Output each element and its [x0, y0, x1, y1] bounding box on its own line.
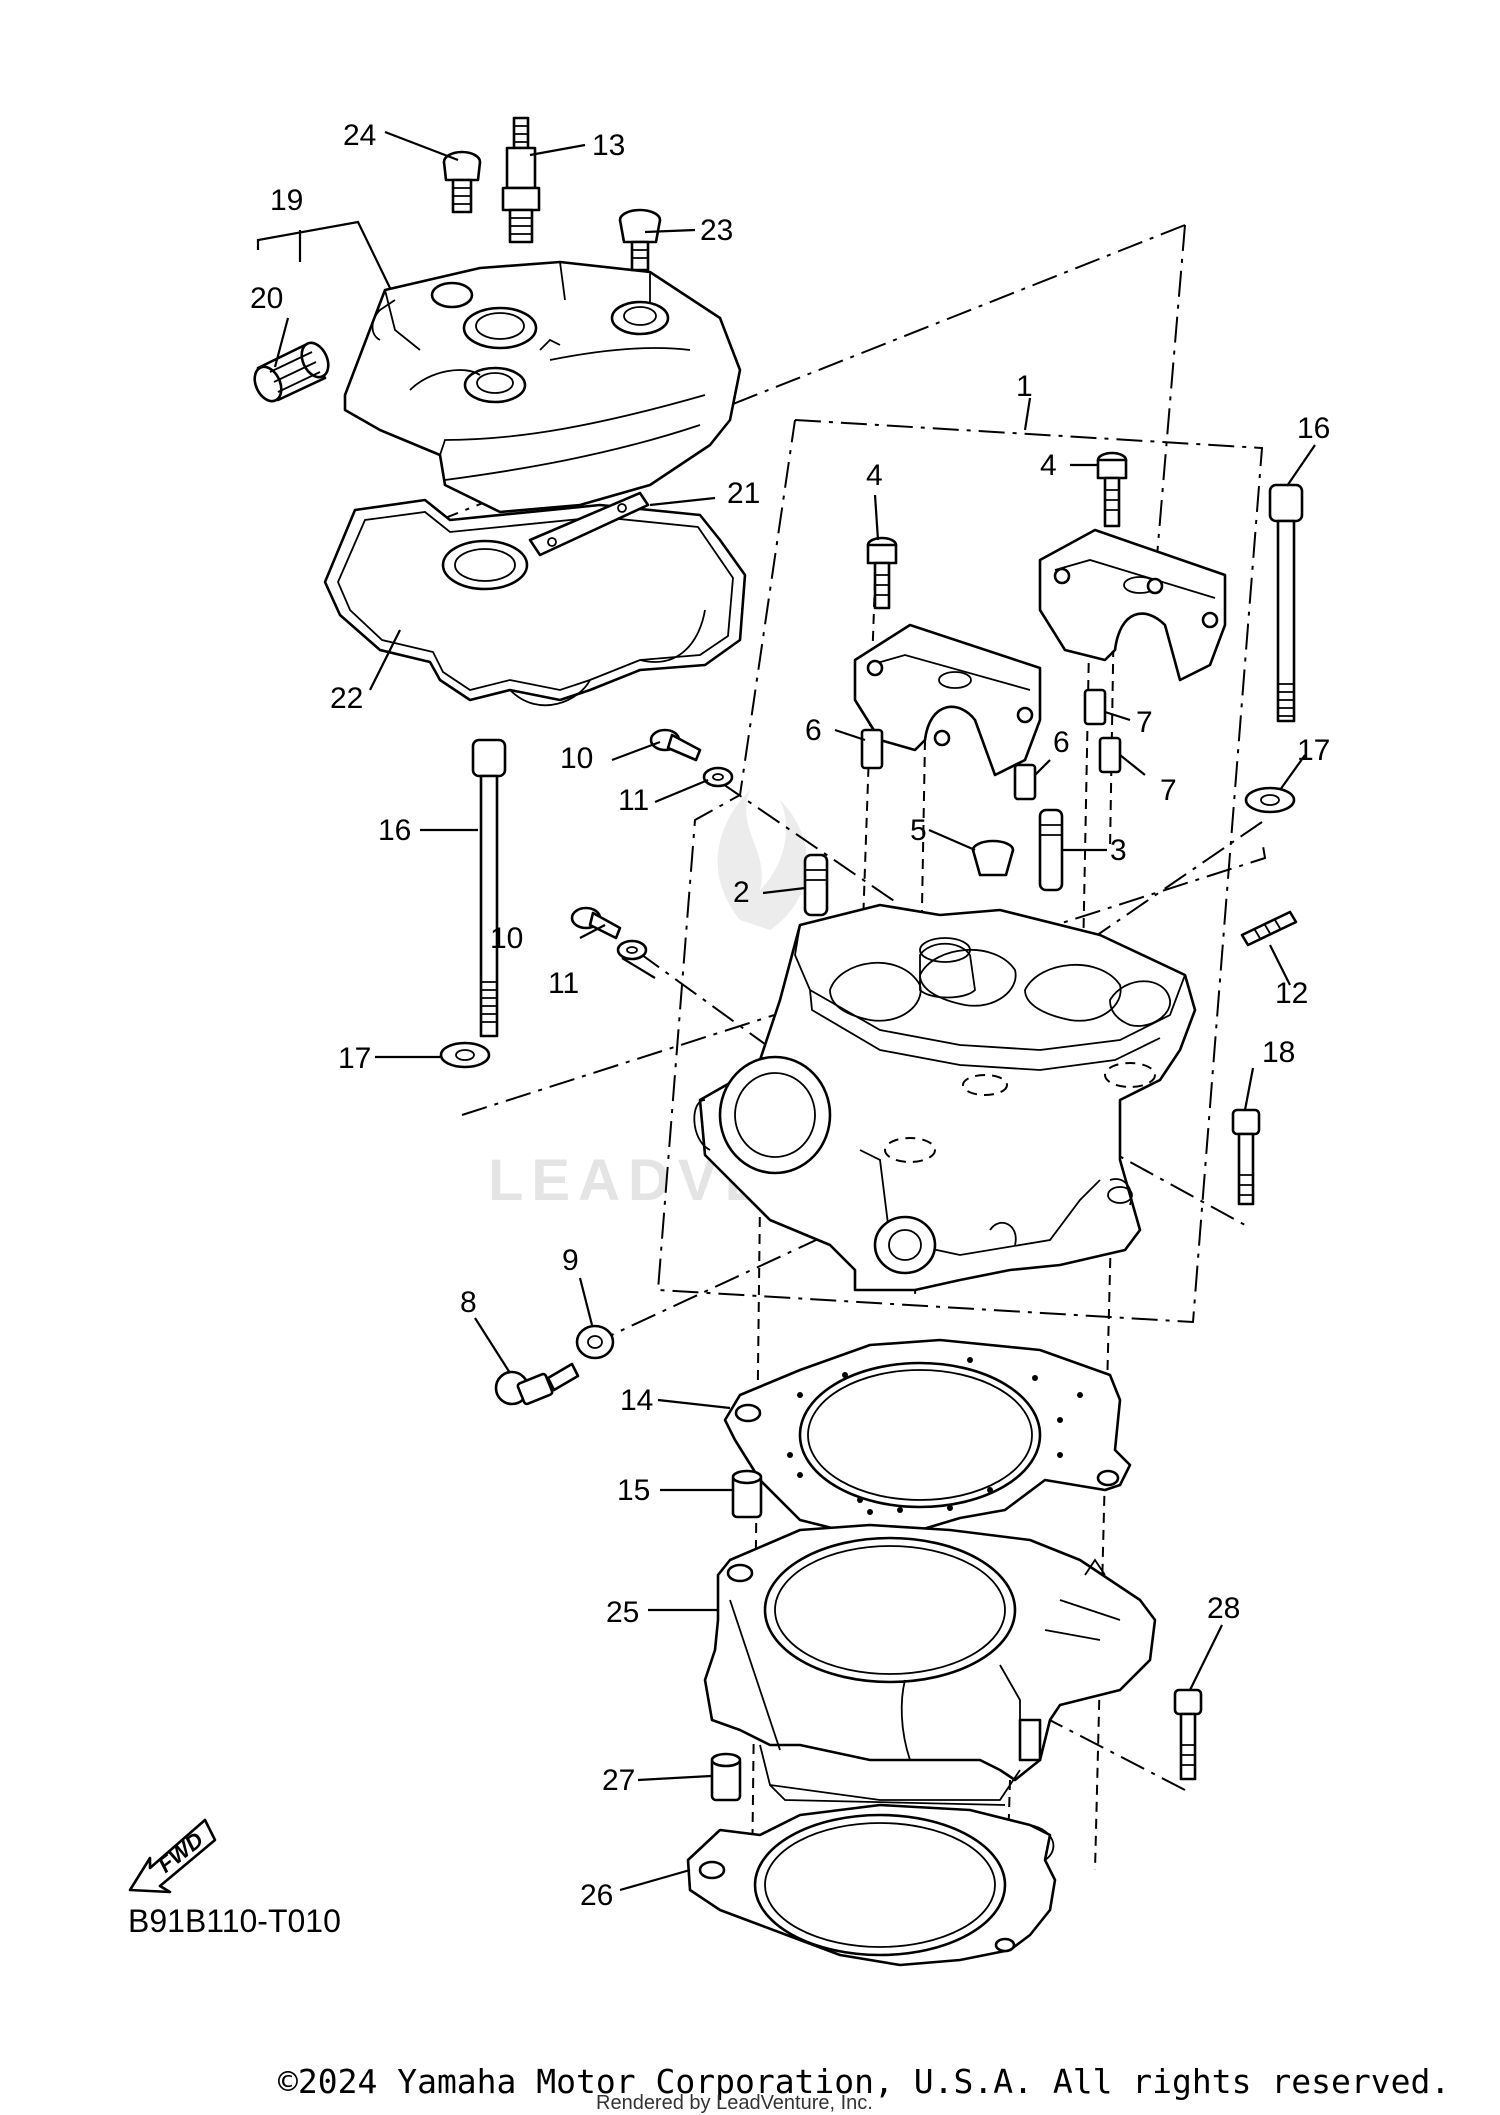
washer-9 — [575, 1324, 615, 1360]
dowel-7-top — [1083, 688, 1107, 726]
callout-28: 28 — [1207, 1592, 1240, 1625]
callout-17-right: 17 — [1297, 734, 1330, 767]
callout-11-bottom: 11 — [548, 967, 579, 1000]
callout-9: 9 — [562, 1244, 579, 1277]
bolt-10-bottom — [570, 906, 622, 940]
callout-12: 12 — [1275, 977, 1308, 1010]
diagram-code: B91B110-T010 — [128, 1903, 341, 1939]
callout-1: 1 — [1016, 370, 1033, 403]
callout-23: 23 — [700, 214, 733, 247]
base-gasket — [686, 1803, 1057, 1967]
callout-19: 19 — [270, 184, 303, 217]
callout-21: 21 — [727, 477, 760, 510]
callout-11-top: 11 — [618, 784, 649, 817]
head-bolt-16-left — [471, 738, 507, 1038]
valve-guide-3 — [1038, 808, 1064, 892]
bolt-8 — [494, 1362, 580, 1406]
callout-15: 15 — [617, 1474, 650, 1507]
rendered-by-note: Rendered by LeadVenture, Inc. — [596, 2092, 873, 2114]
dowel-6-right — [1013, 763, 1037, 801]
callout-4-right: 4 — [1040, 449, 1057, 482]
callout-17-left: 17 — [338, 1042, 371, 1075]
bolt-23 — [618, 208, 662, 272]
leader-lines — [273, 130, 1316, 1892]
bolt-18 — [1231, 1108, 1261, 1206]
bolt-28 — [1173, 1688, 1203, 1781]
dowel-27 — [710, 1752, 742, 1802]
plug-5 — [971, 839, 1015, 877]
bolt-24 — [442, 150, 482, 214]
callout-18: 18 — [1262, 1036, 1295, 1069]
callout-6-right: 6 — [1053, 726, 1070, 759]
callout-24: 24 — [343, 119, 376, 152]
cylinder-head — [693, 903, 1197, 1292]
dowel-6-left — [860, 728, 884, 770]
callout-16-left: 16 — [378, 814, 411, 847]
valve-cover — [343, 260, 742, 514]
callout-7-bottom: 7 — [1160, 774, 1177, 807]
bolt-4-right — [1096, 451, 1128, 528]
callout-22: 22 — [330, 682, 363, 715]
callout-16-right: 16 — [1297, 412, 1330, 445]
callout-6-left: 6 — [805, 714, 822, 747]
cylinder — [703, 1523, 1157, 1806]
cam-cap-right — [1038, 528, 1227, 682]
washer-11-bottom — [616, 939, 648, 961]
spark-plug — [501, 116, 541, 244]
bolt-10-top — [649, 728, 702, 762]
bolt-4-left — [866, 536, 898, 610]
valve-guide-2 — [803, 853, 829, 917]
callout-27: 27 — [602, 1764, 635, 1797]
washer-11-top — [702, 766, 734, 788]
cover-gasket — [323, 498, 747, 707]
copyright-notice: ©2024 Yamaha Motor Corporation, U.S.A. A… — [278, 2062, 1451, 2101]
cam-cap-left — [853, 623, 1042, 777]
callout-labels: 1 2 3 4 4 5 6 6 7 7 8 9 10 10 11 11 12 1… — [250, 119, 1330, 1912]
stud-12 — [1240, 910, 1298, 947]
head-gasket — [723, 1338, 1132, 1537]
breather-fitting — [253, 341, 330, 403]
callout-2: 2 — [733, 876, 750, 909]
cover-plate — [528, 491, 650, 557]
callout-3: 3 — [1110, 834, 1127, 867]
dowel-15 — [731, 1469, 763, 1519]
callout-10-top: 10 — [560, 742, 593, 775]
callout-25: 25 — [606, 1596, 639, 1629]
callout-7-top: 7 — [1136, 706, 1153, 739]
callout-10-bottom: 10 — [490, 922, 523, 955]
callout-5: 5 — [910, 814, 927, 847]
callout-20: 20 — [250, 282, 283, 315]
bracket-19 — [256, 220, 391, 289]
fwd-arrow-icon: FWD — [128, 1818, 217, 1894]
dowel-7-bottom — [1098, 736, 1122, 774]
callout-26: 26 — [580, 1879, 613, 1912]
callout-8: 8 — [460, 1286, 477, 1319]
head-bolt-16-right — [1268, 483, 1304, 723]
callout-14: 14 — [620, 1384, 653, 1417]
callout-4-left: 4 — [866, 459, 883, 492]
callout-13: 13 — [592, 129, 625, 162]
washer-17-left — [439, 1041, 491, 1069]
washer-17-right — [1244, 786, 1296, 814]
